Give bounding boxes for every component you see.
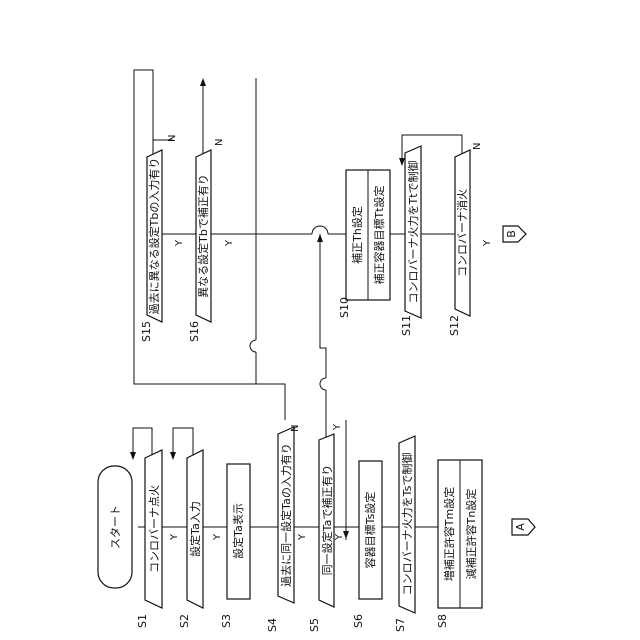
- no-s16: N: [214, 139, 225, 146]
- no-s15: N: [167, 135, 178, 142]
- step-label-s11: S11: [400, 315, 413, 336]
- yes-s4: Y: [297, 533, 308, 541]
- step-s8-text-a: 増補正許容Tm設定: [442, 487, 456, 581]
- step-label-s10: S10: [338, 297, 351, 318]
- step-label-s8: S8: [436, 614, 449, 628]
- yes-s1: Y: [169, 533, 180, 541]
- shape-labels: スタート コンロバーナ点火 設定Ta入力 設定Ta表示 過去に同一設定Taの入力…: [109, 158, 527, 596]
- step-s8-text-b: 減補正許容Tn設定: [464, 489, 478, 580]
- arrow-loop-up: [200, 78, 206, 86]
- step-label-s2: S2: [178, 614, 191, 628]
- step-label-s12: S12: [448, 315, 461, 336]
- step-label-s16: S16: [188, 321, 201, 342]
- no-s12: N: [472, 143, 483, 150]
- step-label-s15: S15: [140, 321, 153, 342]
- step-label-s3: S3: [220, 614, 233, 628]
- step-label-s1: S1: [136, 614, 149, 628]
- yes-s5: Y: [334, 533, 345, 541]
- arrow-s2-loop: [170, 452, 176, 460]
- yes-s15: Y: [174, 239, 185, 247]
- start-label: スタート: [109, 505, 122, 549]
- step-s3-text: 設定Ta表示: [231, 503, 245, 559]
- step-s10-text-b: 補正容器目標Tt設定: [372, 185, 386, 284]
- step-label-s5: S5: [308, 618, 321, 632]
- step-s5-text: 同一設定Taで補正有り: [320, 465, 334, 576]
- step-s2-text: 設定Ta入力: [188, 501, 202, 557]
- arrow-s1-loop: [130, 452, 136, 460]
- step-s4-text: 過去に同一設定Taの入力有り: [279, 443, 293, 587]
- step-s16-text: 異なる設定Tbで補正有り: [196, 174, 210, 298]
- step-s7-text: コンロバーナ火力をTsで制御: [400, 453, 414, 596]
- step-s12-text: コンロバーナ消火: [455, 189, 469, 277]
- step-s11-text: コンロバーナ火力をTtで制御: [406, 160, 420, 303]
- step-label-s7: S7: [394, 618, 407, 632]
- no-s5: Y: [332, 423, 343, 431]
- arrow-into-s10: [317, 234, 323, 242]
- step-s6-text: 容器目標Ts設定: [363, 492, 377, 569]
- step-s1-text: コンロバーナ点火: [148, 485, 161, 573]
- connector-a-label: A: [514, 523, 527, 531]
- step-label-s6: S6: [352, 614, 365, 628]
- step-label-s4: S4: [266, 618, 279, 632]
- connector-b-label: B: [505, 230, 518, 238]
- yes-s12: Y: [482, 239, 493, 247]
- step-s15-text: 過去に異なる設定Tbの入力有り: [147, 158, 161, 315]
- yes-s2: Y: [212, 533, 223, 541]
- no-s4: N: [290, 425, 301, 432]
- arrow-into-s11: [399, 158, 405, 166]
- yes-s16: Y: [224, 239, 235, 247]
- step-s10-text-a: 補正Th設定: [350, 206, 364, 264]
